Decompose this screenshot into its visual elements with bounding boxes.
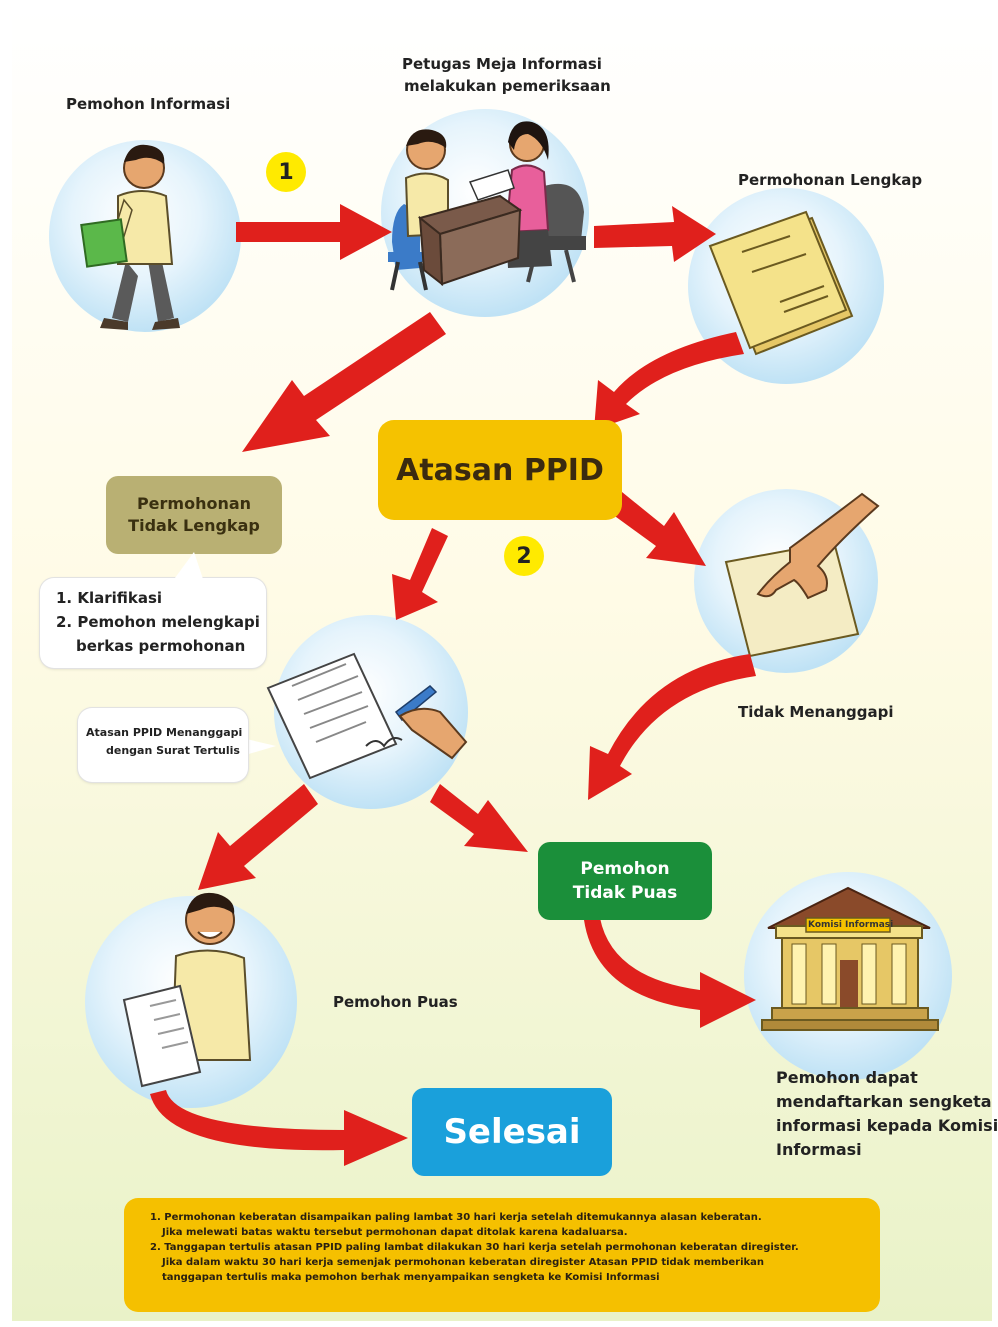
label-komisi-line4: Informasi	[776, 1140, 862, 1159]
document-stack-illustration	[708, 210, 854, 356]
label-komisi-line2: mendaftarkan sengketa	[776, 1092, 992, 1111]
tidak-lengkap-line2: Tidak Lengkap	[128, 516, 260, 535]
footnote-1-line2: Jika melewati batas waktu tersebut permo…	[162, 1227, 628, 1238]
label-tidak-menanggapi: Tidak Menanggapi	[738, 703, 894, 721]
footnote-1-line1: 1. Permohonan keberatan disampaikan pali…	[150, 1212, 762, 1223]
arrow-petugas-to-lengkap	[594, 206, 716, 262]
arrow-puas-to-selesai	[150, 1090, 408, 1166]
label-pemohon-informasi: Pemohon Informasi	[66, 95, 231, 113]
komisi-informasi-building-illustration	[761, 886, 939, 1031]
label-petugas-line1: Petugas Meja Informasi	[402, 55, 602, 73]
label-komisi-line1: Pemohon dapat	[776, 1068, 918, 1087]
arrow-pemohon-to-petugas	[236, 204, 392, 260]
box-selesai: Selesai	[412, 1088, 612, 1176]
building-sign-text: Komisi Informasi	[808, 920, 894, 930]
box-atasan-ppid: Atasan PPID	[378, 420, 622, 520]
arrow-atasan-to-surat	[392, 528, 448, 620]
footnote-box: 1. Permohonan keberatan disampaikan pali…	[124, 1198, 880, 1312]
footnote-2-line2: Jika dalam waktu 30 hari kerja semenjak …	[162, 1257, 765, 1268]
box-pemohon-tidak-puas: Pemohon Tidak Puas	[538, 842, 712, 920]
tidak-puas-line2: Tidak Puas	[572, 883, 678, 903]
arrow-petugas-to-tidak-lengkap	[242, 312, 446, 452]
flow-arrows	[150, 204, 756, 1166]
note-menanggapi: Atasan PPID Menanggapi dengan Surat Tert…	[78, 708, 248, 782]
tidak-puas-line1: Pemohon	[580, 859, 670, 879]
note-menanggapi-line1: Atasan PPID Menanggapi	[86, 726, 243, 739]
label-petugas-line2: melakukan pemeriksaan	[404, 77, 611, 95]
atasan-ppid-text: Atasan PPID	[396, 452, 604, 488]
person-walking-illustration	[80, 144, 180, 330]
hand-on-paper-illustration	[724, 492, 880, 658]
label-permohonan-lengkap: Permohonan Lengkap	[738, 171, 923, 189]
note-melengkapi-line2: berkas permohonan	[76, 637, 246, 655]
box-permohonan-tidak-lengkap: Permohonan Tidak Lengkap	[106, 476, 282, 554]
arrow-tidak-menanggapi-to-tidak-puas	[588, 654, 756, 800]
step-number-1: 1	[266, 152, 306, 192]
note-menanggapi-line2: dengan Surat Tertulis	[106, 744, 240, 757]
tidak-lengkap-line1: Permohonan	[136, 494, 252, 513]
note-melengkapi-line1: 2. Pemohon melengkapi	[56, 613, 260, 631]
desk-interview-illustration	[388, 121, 586, 291]
arrow-surat-to-puas	[198, 784, 318, 890]
satisfied-person-illustration	[122, 892, 252, 1088]
arrow-atasan-to-tidak-menanggapi	[612, 492, 706, 566]
footnote-2-line1: 2. Tanggapan tertulis atasan PPID paling…	[150, 1242, 799, 1253]
label-komisi-line3: informasi kepada Komisi	[776, 1116, 998, 1135]
arrow-tidak-puas-to-komisi	[584, 918, 756, 1028]
note-klarifikasi-item1: 1. Klarifikasi	[56, 589, 163, 607]
arrow-lengkap-to-atasan	[594, 332, 744, 430]
arrow-surat-to-tidak-puas	[430, 784, 528, 852]
footnote-2-line3: tanggapan tertulis maka pemohon berhak m…	[162, 1272, 660, 1283]
step-number-2: 2	[504, 536, 544, 576]
selesai-text: Selesai	[443, 1112, 581, 1152]
writing-letter-illustration	[266, 652, 468, 780]
note-klarifikasi: 1. Klarifikasi 2. Pemohon melengkapi ber…	[40, 578, 266, 668]
label-pemohon-puas: Pemohon Puas	[333, 993, 458, 1011]
